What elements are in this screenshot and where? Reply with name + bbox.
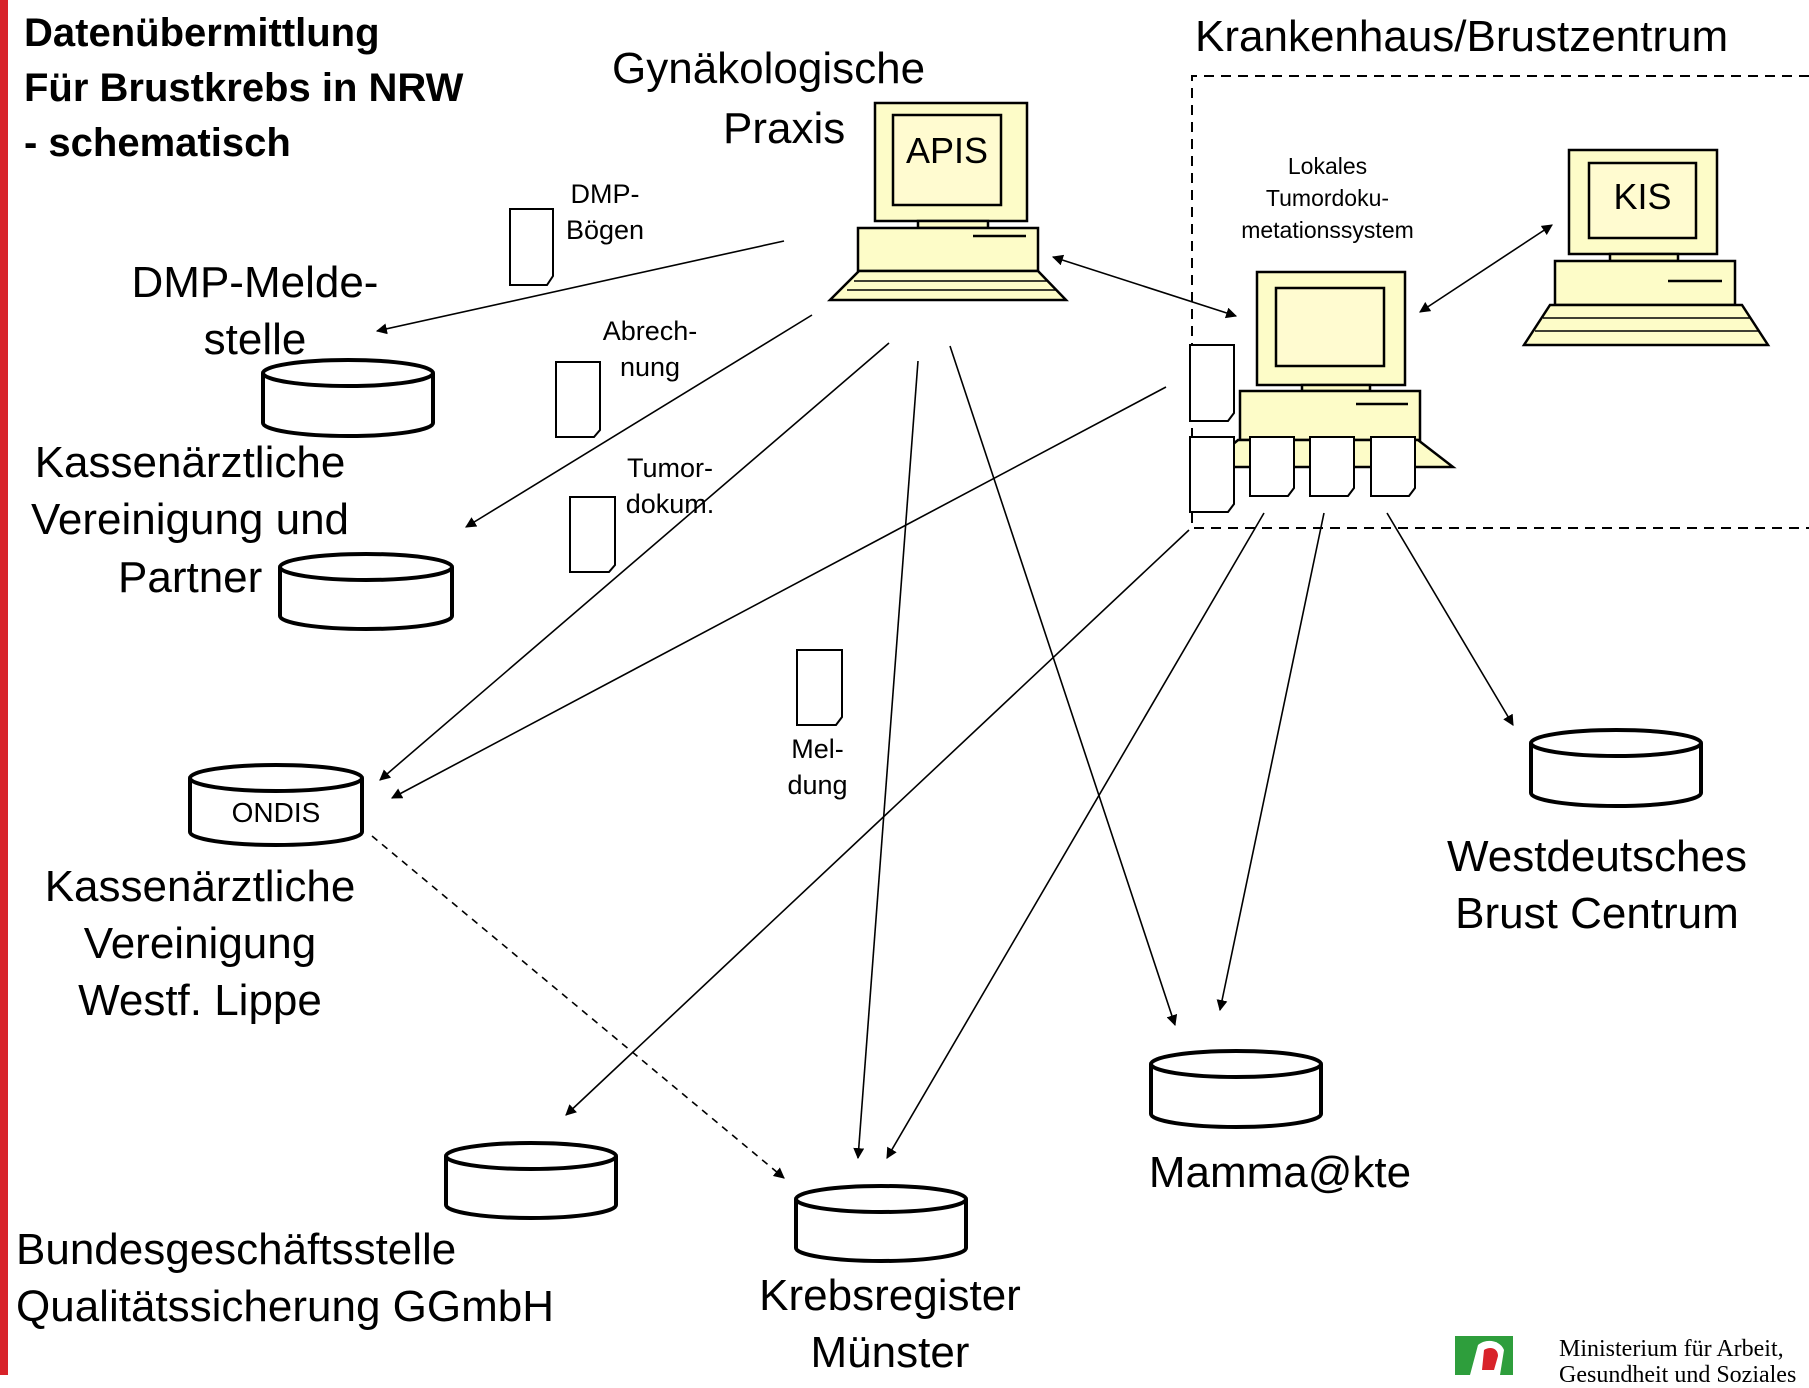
- arrow-hospital-krebsregister: [886, 512, 1265, 1159]
- praxis-label-line1: Gynäkologische: [612, 44, 926, 93]
- doc-label-line: Bögen: [565, 215, 645, 245]
- wbc-label: Westdeutsches Brust Centrum: [1417, 828, 1777, 942]
- db-label-line: Westdeutsches: [1446, 832, 1747, 881]
- doc-label-line: Mel-: [791, 734, 844, 764]
- doc-hospital-4-icon: [1309, 436, 1355, 497]
- apis-screen-label: APIS: [905, 130, 989, 171]
- document-icons: [509, 208, 1416, 726]
- arrow-hospital-kis: [1419, 224, 1553, 313]
- db-label-line: Kassenärztliche: [44, 862, 356, 911]
- arrow-praxis-hospital: [1051, 254, 1238, 319]
- db-label-line: stelle: [203, 315, 307, 364]
- bundes-label: Bundesgeschäftsstelle Qualitätssicherung…: [16, 1221, 554, 1335]
- dmp-boegen-label: DMP- Bögen: [555, 176, 655, 248]
- doc-abrechnung-icon: [555, 361, 601, 438]
- doc-label-line: Abrech-: [602, 316, 698, 346]
- praxis-label-line2: Praxis: [723, 104, 846, 153]
- doc-meldung-icon: [796, 649, 843, 726]
- local-system-line: Lokales: [1287, 153, 1368, 179]
- doc-tumordokum-icon: [569, 496, 616, 573]
- diagram-title: Datenübermittlung Für Brustkrebs in NRW …: [24, 6, 463, 171]
- db-label-line: Brust Centrum: [1455, 889, 1739, 938]
- mammaakte-label: Mamma@kte: [1148, 1148, 1412, 1197]
- db-label-line: Münster: [810, 1328, 970, 1377]
- ministry-label: Ministerium für Arbeit, Gesundheit und S…: [1559, 1336, 1796, 1388]
- arrow-praxis-kv-partner: [465, 314, 813, 528]
- doc-label-line: Tumor-: [627, 453, 713, 483]
- arrow-hospital-wbc: [1386, 512, 1514, 726]
- title-line: Für Brustkrebs in NRW: [24, 66, 464, 110]
- kv-westf-label: Kassenärztliche Vereinigung Westf. Lippe: [30, 858, 370, 1029]
- dmp-meldestelle-label: DMP-Melde- stelle: [120, 254, 390, 368]
- hospital-label: Krankenhaus/Brustzentrum: [1195, 12, 1729, 61]
- doc-hospital-3-icon: [1249, 436, 1295, 497]
- abrechnung-label: Abrech- nung: [590, 313, 710, 385]
- dmp-meldestelle-db-icon: [261, 358, 435, 438]
- arrow-hospital-bundes: [565, 529, 1190, 1116]
- ondis-label: ONDIS: [231, 797, 321, 828]
- arrow-hospital-mammaakte: [1216, 512, 1325, 1012]
- db-label-line: Qualitätssicherung GGmbH: [16, 1282, 554, 1331]
- ministry-line: Ministerium für Arbeit,: [1559, 1336, 1784, 1362]
- doc-label-line: dokum.: [625, 489, 715, 519]
- ondis-db-icon: [188, 763, 364, 847]
- db-label-line: Westf. Lippe: [78, 976, 322, 1025]
- doc-label-line: DMP-: [570, 179, 640, 209]
- left-red-bar: [0, 0, 8, 1375]
- kv-partner-label-lines: Kassenärztliche Vereinigung und: [20, 434, 360, 548]
- data-flow-arrows: [371, 224, 1553, 1179]
- arrow-praxis-krebsregister: [853, 360, 919, 1160]
- arrow-ondis-krebsregister: [371, 835, 785, 1179]
- doc-hospital-2-icon: [1189, 436, 1235, 513]
- arrow-hospital-ondis: [391, 386, 1167, 799]
- db-label-line: Krebsregister: [759, 1271, 1021, 1320]
- praxis-computer-icon: [826, 101, 1069, 302]
- arrow-praxis-ondis: [379, 342, 890, 781]
- local-tumor-system-label: Lokales Tumordoku- metationssystem: [1220, 150, 1435, 246]
- local-system-line: metationssystem: [1241, 217, 1414, 243]
- meldung-label: Mel- dung: [770, 731, 865, 803]
- bundes-db-icon: [444, 1141, 618, 1220]
- kis-computer-icon: [1521, 148, 1771, 347]
- database-cylinders: [188, 358, 1703, 1263]
- doc-label-line: dung: [787, 770, 848, 800]
- doc-hospital-1-icon: [1189, 344, 1235, 422]
- ministry-line: Gesundheit und Soziales: [1559, 1362, 1797, 1388]
- title-line: Datenübermittlung: [24, 11, 380, 55]
- db-label-line: Vereinigung und: [30, 495, 350, 544]
- tumordokum-label: Tumor- dokum.: [610, 450, 730, 522]
- doc-dmp-boegen-icon: [509, 208, 554, 286]
- doc-hospital-5-icon: [1370, 436, 1416, 497]
- arrow-praxis-dmp: [375, 240, 785, 335]
- db-label-line: Bundesgeschäftsstelle: [16, 1225, 457, 1274]
- db-label-line: Kassenärztliche: [34, 438, 346, 487]
- wbc-db-icon: [1529, 728, 1703, 808]
- krebsregister-label: Krebsregister Münster: [740, 1267, 1040, 1381]
- ministry-logo-icon: [1455, 1336, 1513, 1375]
- arrow-praxis-mammaakte: [949, 345, 1178, 1027]
- krebsregister-db-icon: [794, 1184, 968, 1263]
- db-label-line: Vereinigung: [83, 919, 317, 968]
- db-label-line: DMP-Melde-: [131, 258, 379, 307]
- local-system-line: Tumordoku-: [1265, 185, 1390, 211]
- doc-label-line: nung: [619, 352, 681, 382]
- title-line: - schematisch: [24, 121, 291, 165]
- mammaakte-db-icon: [1149, 1049, 1323, 1129]
- kv-partner-label-partner: Partner: [118, 553, 263, 602]
- kv-partner-db-icon: [278, 552, 454, 631]
- kis-screen-label: KIS: [1613, 176, 1672, 217]
